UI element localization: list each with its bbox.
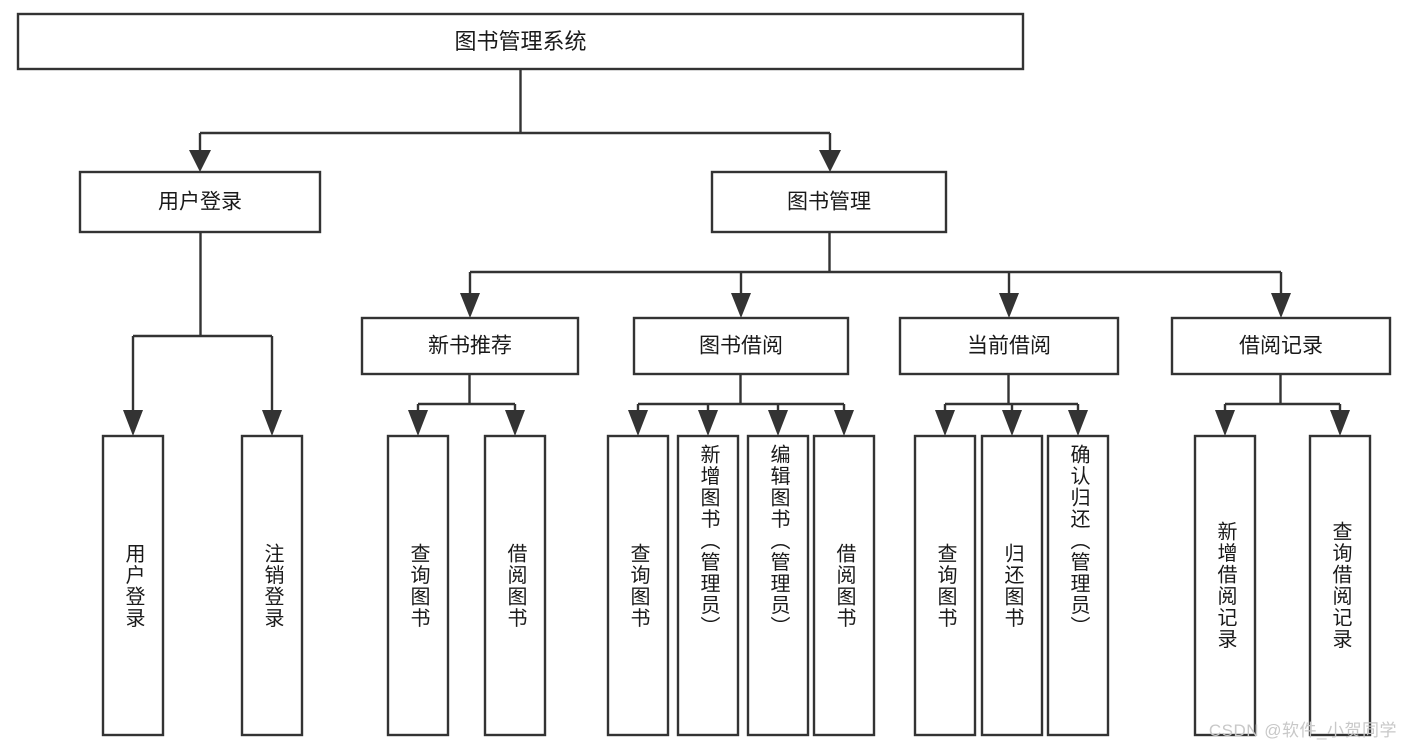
leaf-return-book-box[interactable] bbox=[980, 434, 1044, 737]
node-borrow-record[interactable]: 借阅记录 bbox=[1170, 316, 1392, 376]
node-book-borrow[interactable]: 图书借阅 bbox=[632, 316, 850, 376]
arrow-head-book-manage bbox=[819, 150, 841, 172]
node-root-label: 图书管理系统 bbox=[454, 29, 586, 54]
leaf-add-book-box[interactable] bbox=[676, 434, 740, 737]
node-borrow-record-label: 借阅记录 bbox=[1239, 335, 1323, 358]
leaf-confirm-return-box[interactable] bbox=[1046, 434, 1110, 737]
node-new-book-recommend[interactable]: 新书推荐 bbox=[360, 316, 580, 376]
node-book-manage-box[interactable] bbox=[710, 170, 948, 234]
arrow-head-book-borrow bbox=[731, 293, 751, 318]
leaf-borrow-book-1-box[interactable] bbox=[483, 434, 547, 737]
arrow-head-leaf-query-book-2 bbox=[628, 410, 648, 436]
leaf-borrow-book-2-box[interactable] bbox=[812, 434, 876, 737]
arrow-head-leaf-confirm-return bbox=[1068, 410, 1088, 436]
node-root-box[interactable] bbox=[16, 12, 1025, 71]
arrow-head-new-book-recommend bbox=[460, 293, 480, 318]
node-current-borrow[interactable]: 当前借阅 bbox=[898, 316, 1120, 376]
leaf-query-book-2-box[interactable] bbox=[606, 434, 670, 737]
arrow-head-leaf-query-book-3 bbox=[935, 410, 955, 436]
connectors-layer bbox=[123, 69, 1350, 436]
arrow-head-leaf-user-logout bbox=[262, 410, 282, 436]
arrow-head-leaf-return-book bbox=[1002, 410, 1022, 436]
node-book-manage[interactable]: 图书管理 bbox=[710, 170, 948, 234]
node-current-borrow-box[interactable] bbox=[898, 316, 1120, 376]
leaf-edit-book-box[interactable] bbox=[746, 434, 810, 737]
leaf-user-logout-box[interactable] bbox=[240, 434, 304, 737]
arrow-head-current-borrow bbox=[999, 293, 1019, 318]
leaf-query-record-box[interactable] bbox=[1308, 434, 1372, 737]
arrow-head-leaf-borrow-book-1 bbox=[505, 410, 525, 436]
node-user-login-label: 用户登录 bbox=[158, 191, 242, 214]
arrow-head-leaf-borrow-book-2 bbox=[834, 410, 854, 436]
node-new-book-recommend-box[interactable] bbox=[360, 316, 580, 376]
node-user-login-box[interactable] bbox=[78, 170, 322, 234]
csdn-watermark: CSDN @软件_小贺同学 bbox=[1208, 721, 1397, 740]
leaf-query-book-3-box[interactable] bbox=[913, 434, 977, 737]
node-borrow-record-box[interactable] bbox=[1170, 316, 1392, 376]
node-current-borrow-label: 当前借阅 bbox=[967, 335, 1051, 358]
arrow-head-user-login bbox=[189, 150, 211, 172]
arrow-head-leaf-query-book-1 bbox=[408, 410, 428, 436]
arrow-head-leaf-add-record bbox=[1215, 410, 1235, 436]
arrow-head-borrow-record bbox=[1271, 293, 1291, 318]
node-new-book-recommend-label: 新书推荐 bbox=[428, 335, 512, 358]
arrow-head-leaf-add-book bbox=[698, 410, 718, 436]
node-book-manage-label: 图书管理 bbox=[787, 191, 871, 214]
node-book-borrow-label: 图书借阅 bbox=[699, 335, 783, 358]
node-user-login[interactable]: 用户登录 bbox=[78, 170, 322, 234]
arrow-head-leaf-user-login bbox=[123, 410, 143, 436]
node-book-borrow-box[interactable] bbox=[632, 316, 850, 376]
leaf-user-login-box[interactable] bbox=[101, 434, 165, 737]
leaf-add-record-box[interactable] bbox=[1193, 434, 1257, 737]
arrow-head-leaf-query-record bbox=[1330, 410, 1350, 436]
node-root[interactable]: 图书管理系统 bbox=[16, 12, 1025, 71]
leaf-boxes-layer bbox=[101, 434, 1372, 737]
leaf-query-book-1-box[interactable] bbox=[386, 434, 450, 737]
arrow-head-leaf-edit-book bbox=[768, 410, 788, 436]
